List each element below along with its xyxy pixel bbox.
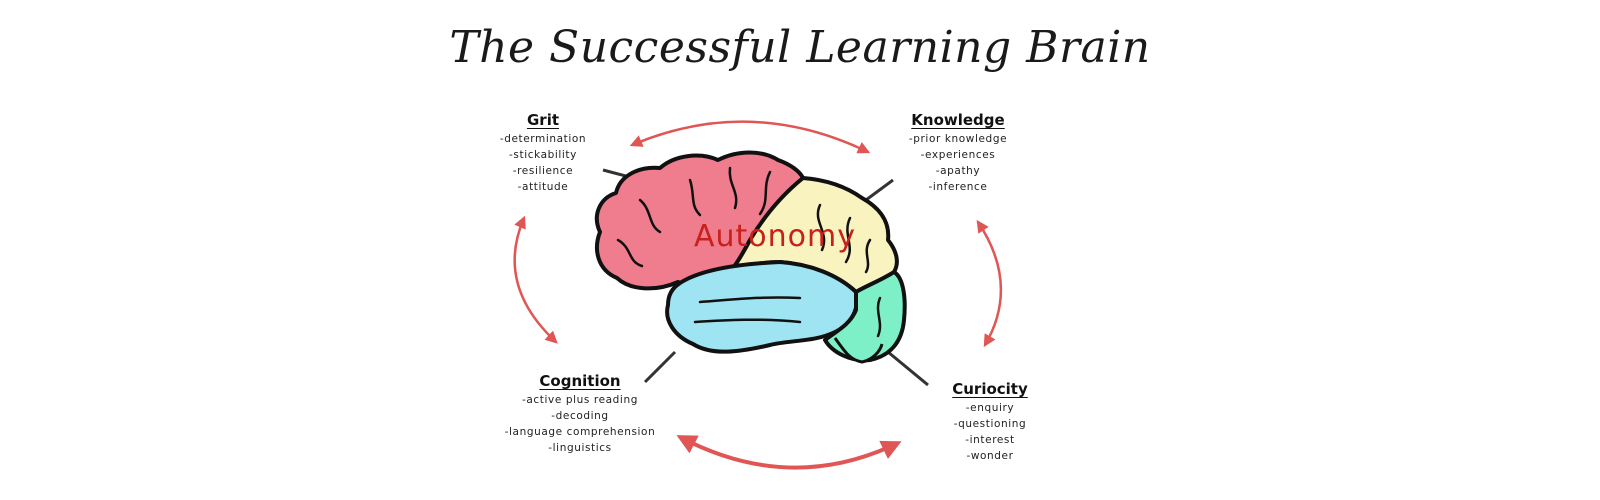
knowledge-item: -experiences [920,149,996,161]
knowledge-item: -apathy [935,165,981,177]
brain-stem [833,337,884,364]
cognition-heading: Cognition [539,372,621,390]
curiosity-connector-line [887,350,929,387]
grit-item: -attitude [517,181,569,193]
curiosity-heading: Curiocity [952,380,1028,398]
arrow-bottom [676,435,902,470]
arrow-right [976,219,1003,348]
curiosity-item: -wonder [966,450,1014,462]
grit-item: -determination [499,133,587,145]
cognition-item: -linguistics [548,442,612,454]
cognition-item: -decoding [551,410,609,422]
cognition-item: -active plus reading [522,394,638,406]
knowledge-group: Knowledge -prior knowledge -experiences … [893,111,1023,195]
cognition-group: Cognition -active plus reading -decoding… [500,372,660,456]
diagram-title: The Successful Learning Brain [449,22,1151,73]
curiosity-item: -enquiry [965,402,1015,414]
brain-illustration [594,150,907,364]
arrow-left [513,215,558,344]
knowledge-item: -prior knowledge [908,133,1008,145]
cycle-arrows [513,120,1003,470]
curiosity-item: -interest [965,434,1015,446]
temporal-lobe [665,260,859,354]
autonomy-label: Autonomy [694,219,856,254]
knowledge-heading: Knowledge [911,111,1005,129]
grit-heading: Grit [526,111,560,129]
knowledge-item: -inference [928,181,988,193]
curiosity-group: Curiocity -enquiry -questioning -interes… [935,380,1045,464]
grit-item: -resilience [512,165,574,177]
knowledge-connector-line [865,178,894,202]
occipital-lobe [823,270,907,363]
arrow-top [629,120,871,154]
cognition-connector-line [643,350,677,384]
cognition-item: -language comprehension [504,426,656,438]
grit-item: -stickability [509,149,577,161]
curiosity-item: -questioning [953,418,1027,430]
grit-group: Grit -determination -stickability -resil… [478,111,608,195]
brain-folds [616,166,882,338]
